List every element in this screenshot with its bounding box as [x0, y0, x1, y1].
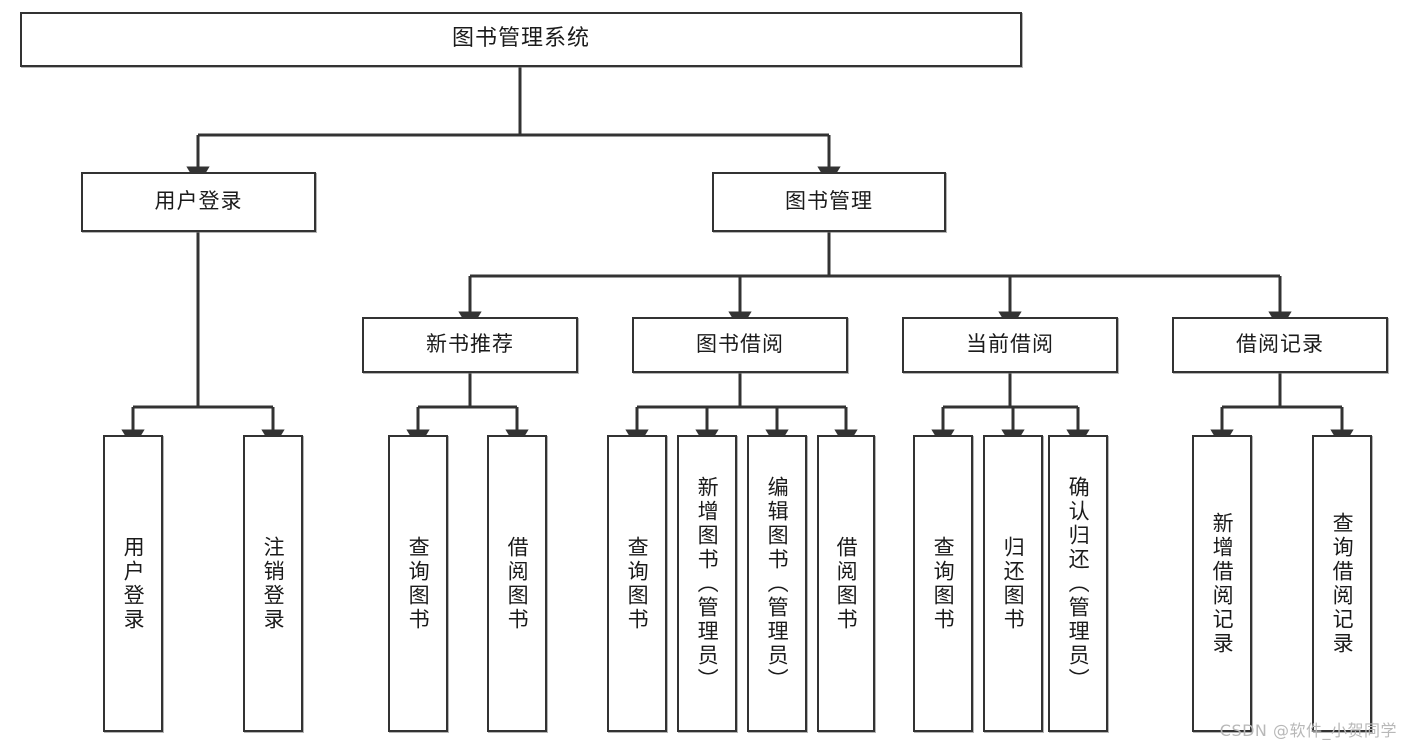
- node-leaf-query-book-recommend[interactable]: 查询图书: [388, 435, 448, 732]
- node-leaf-user-login[interactable]: 用户登录: [103, 435, 163, 732]
- node-leaf-add-book-admin-label: 新增图书（管理员）: [695, 475, 720, 692]
- node-leaf-edit-book-admin[interactable]: 编辑图书（管理员）: [747, 435, 807, 732]
- node-current-borrow[interactable]: 当前借阅: [902, 317, 1118, 373]
- node-leaf-user-login-label: 用户登录: [121, 535, 146, 632]
- node-leaf-add-borrow-record[interactable]: 新增借阅记录: [1192, 435, 1252, 732]
- node-leaf-confirm-return-admin[interactable]: 确认归还（管理员）: [1048, 435, 1108, 732]
- node-leaf-query-book-recommend-label: 查询图书: [406, 535, 431, 632]
- node-root-label: 图书管理系统: [451, 26, 590, 52]
- node-leaf-add-borrow-record-label: 新增借阅记录: [1210, 511, 1235, 656]
- node-leaf-query-book-borrow-label: 查询图书: [625, 535, 650, 632]
- node-book-borrow[interactable]: 图书借阅: [632, 317, 848, 373]
- node-user-login-label: 用户登录: [154, 189, 243, 214]
- node-leaf-user-logout-label: 注销登录: [261, 535, 286, 632]
- node-leaf-query-book-current[interactable]: 查询图书: [913, 435, 973, 732]
- node-root[interactable]: 图书管理系统: [20, 12, 1022, 67]
- node-leaf-return-book[interactable]: 归还图书: [983, 435, 1043, 732]
- node-leaf-borrow-book-recommend-label: 借阅图书: [505, 535, 530, 632]
- watermark: CSDN @软件_小贺同学: [1219, 721, 1397, 740]
- node-new-book-recommend-label: 新书推荐: [426, 332, 514, 357]
- node-book-borrow-label: 图书借阅: [696, 332, 784, 357]
- tree-connectors: [121, 67, 1354, 449]
- node-borrow-record-label: 借阅记录: [1236, 332, 1324, 357]
- node-leaf-query-borrow-record-label: 查询借阅记录: [1330, 511, 1355, 656]
- node-book-management[interactable]: 图书管理: [712, 172, 946, 232]
- node-current-borrow-label: 当前借阅: [966, 332, 1054, 357]
- node-leaf-query-borrow-record[interactable]: 查询借阅记录: [1312, 435, 1372, 732]
- node-leaf-query-book-borrow[interactable]: 查询图书: [607, 435, 667, 732]
- node-borrow-record[interactable]: 借阅记录: [1172, 317, 1388, 373]
- node-leaf-user-logout[interactable]: 注销登录: [243, 435, 303, 732]
- node-leaf-query-book-current-label: 查询图书: [931, 535, 956, 632]
- node-book-management-label: 图书管理: [785, 189, 873, 214]
- node-leaf-borrow-book-recommend[interactable]: 借阅图书: [487, 435, 547, 732]
- node-leaf-borrow-book[interactable]: 借阅图书: [817, 435, 875, 732]
- node-leaf-add-book-admin[interactable]: 新增图书（管理员）: [677, 435, 737, 732]
- node-leaf-borrow-book-label: 借阅图书: [834, 535, 859, 632]
- node-new-book-recommend[interactable]: 新书推荐: [362, 317, 578, 373]
- node-leaf-return-book-label: 归还图书: [1001, 535, 1026, 632]
- node-user-login[interactable]: 用户登录: [81, 172, 316, 232]
- node-leaf-edit-book-admin-label: 编辑图书（管理员）: [765, 475, 790, 692]
- node-leaf-confirm-return-admin-label: 确认归还（管理员）: [1066, 475, 1091, 692]
